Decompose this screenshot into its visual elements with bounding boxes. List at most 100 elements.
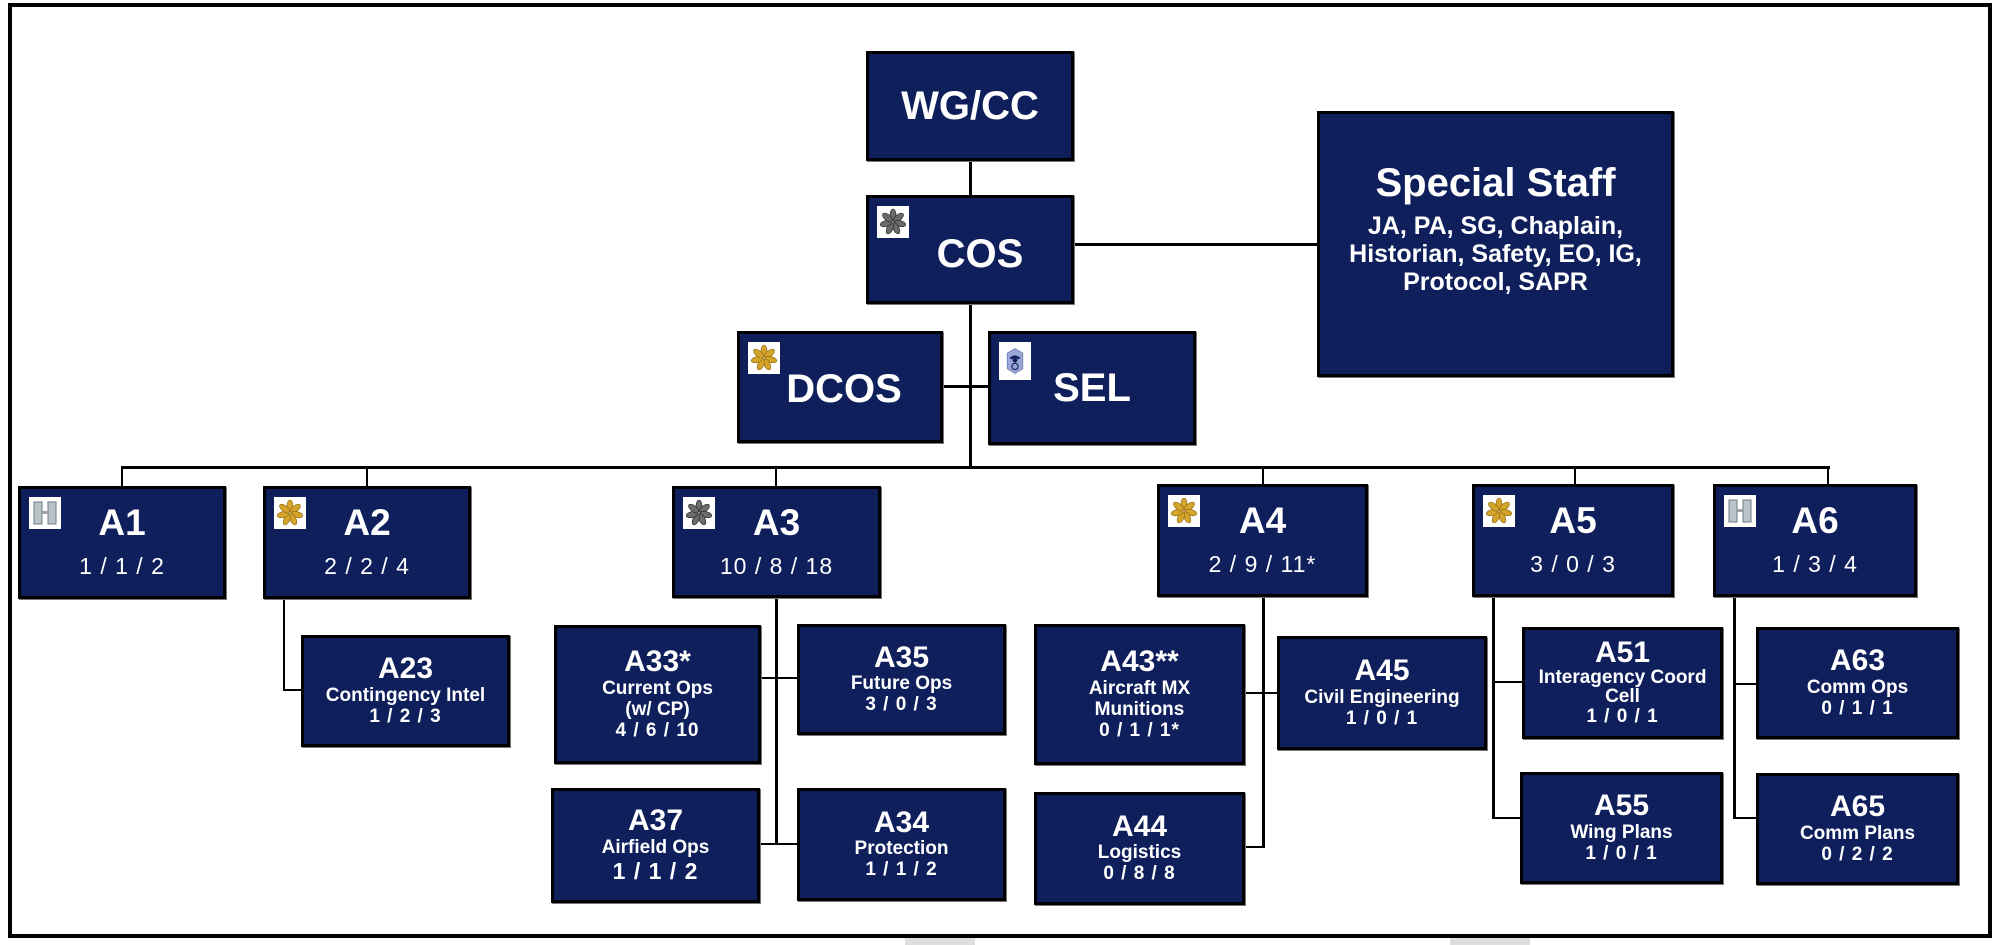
box-title: A63	[1829, 644, 1886, 678]
org-box-a45: A45 Civil Engineering 1 / 0 / 1	[1277, 636, 1487, 750]
captain-bars-icon	[1724, 495, 1756, 527]
box-subtitle: Interagency Coord Cell	[1538, 667, 1707, 708]
org-box-sel: SEL	[988, 331, 1196, 445]
connector-line	[121, 466, 1830, 469]
connector-line	[283, 689, 303, 691]
connector-line	[1827, 466, 1829, 485]
org-box-a51: A51 Interagency Coord Cell 1 / 0 / 1	[1522, 627, 1723, 739]
watermark-shape	[905, 938, 975, 945]
personnel-counts: 0 / 1 / 1	[1821, 697, 1894, 719]
connector-line	[1492, 681, 1523, 683]
box-title: COS	[936, 231, 1024, 276]
box-title: A33*	[624, 645, 691, 679]
watermark-shape	[1450, 938, 1530, 945]
box-title: WG/CC	[901, 84, 1039, 128]
box-title: A55	[1593, 789, 1650, 823]
box-title: A44	[1111, 809, 1168, 843]
box-subtitle: JA, PA, SG, Chaplain, Historian, Safety,…	[1349, 212, 1642, 296]
org-box-a34: A34 Protection 1 / 1 / 2	[797, 788, 1006, 901]
personnel-counts: 1 / 1 / 2	[79, 553, 165, 580]
personnel-counts: 3 / 0 / 3	[865, 694, 938, 716]
org-box-dcos: DCOS	[737, 331, 943, 443]
box-subtitle: Protection	[854, 838, 949, 860]
major-leaf-gold-icon	[1483, 495, 1515, 527]
major-leaf-gold-icon	[748, 342, 780, 374]
personnel-counts: 0 / 2 / 2	[1821, 843, 1894, 865]
personnel-counts: 1 / 0 / 1	[1586, 706, 1659, 728]
connector-line	[942, 385, 989, 388]
personnel-counts: 3 / 0 / 3	[1530, 551, 1616, 578]
connector-line	[366, 466, 368, 487]
personnel-counts: 1 / 0 / 1	[1345, 707, 1419, 729]
connector-line	[1733, 817, 1757, 819]
org-box-a5: A5 3 / 0 / 3	[1472, 484, 1674, 597]
personnel-counts: 1 / 3 / 4	[1772, 551, 1858, 578]
box-title: A1	[98, 502, 146, 544]
connector-line	[1244, 692, 1278, 694]
box-subtitle: Logistics	[1097, 842, 1182, 864]
box-subtitle: Comm Plans	[1799, 822, 1916, 844]
org-box-cos: COS	[866, 195, 1074, 304]
org-box-a3: A3 10 / 8 / 18	[672, 486, 881, 598]
personnel-counts: 0 / 8 / 8	[1103, 863, 1176, 885]
connector-line	[760, 677, 798, 679]
box-title: A2	[343, 502, 391, 544]
org-box-a63: A63 Comm Ops 0 / 1 / 1	[1756, 627, 1959, 739]
org-box-a33: A33* Current Ops (w/ CP) 4 / 6 / 10	[554, 625, 761, 764]
personnel-counts: 1 / 1 / 2	[865, 859, 938, 881]
connector-line	[1492, 817, 1522, 819]
box-subtitle: Future Ops	[850, 673, 953, 695]
box-subtitle: Comm Ops	[1806, 676, 1909, 698]
box-title: A6	[1791, 500, 1839, 542]
connector-line	[1574, 466, 1576, 485]
org-box-a44: A44 Logistics 0 / 8 / 8	[1034, 792, 1245, 905]
connector-line	[121, 466, 123, 487]
connector-line	[1262, 596, 1265, 848]
org-box-special-staff: Special Staff JA, PA, SG, Chaplain, Hist…	[1317, 111, 1674, 377]
box-subtitle: Airfield Ops	[601, 836, 710, 858]
connector-line	[283, 598, 285, 691]
box-title: A65	[1829, 790, 1886, 824]
major-leaf-gold-icon	[274, 497, 306, 529]
lt-colonel-leaf-silver-icon	[683, 497, 715, 529]
connector-line	[1733, 683, 1757, 685]
box-subtitle: Current Ops (w/ CP)	[602, 677, 713, 720]
connector-line	[775, 597, 778, 843]
box-title: SEL	[1053, 366, 1131, 410]
box-title: A43**	[1100, 645, 1179, 679]
box-subtitle: Civil Engineering	[1304, 686, 1460, 708]
captain-bars-icon	[29, 497, 61, 529]
personnel-counts: 0 / 1 / 1*	[1099, 720, 1180, 742]
personnel-counts: 1 / 1 / 2	[612, 858, 699, 885]
box-title: A23	[377, 652, 434, 686]
org-box-a6: A6 1 / 3 / 4	[1713, 484, 1917, 597]
box-title: DCOS	[786, 367, 902, 411]
personnel-counts: 1 / 2 / 3	[369, 705, 442, 727]
org-box-wg-cc: WG/CC	[866, 51, 1074, 161]
personnel-counts: 10 / 8 / 18	[719, 552, 834, 579]
box-title: A51	[1594, 635, 1651, 669]
connector-line	[1733, 596, 1736, 819]
box-title: A34	[873, 805, 930, 839]
connector-line	[969, 160, 972, 196]
org-box-a1: A1 1 / 1 / 2	[18, 486, 226, 599]
chief-master-sergeant-chevron-icon	[999, 342, 1031, 380]
org-box-a55: A55 Wing Plans 1 / 0 / 1	[1520, 772, 1723, 884]
personnel-counts: 4 / 6 / 10	[615, 720, 700, 742]
connector-line	[1492, 596, 1495, 819]
box-subtitle: Contingency Intel	[325, 684, 486, 706]
connector-line	[1073, 243, 1318, 246]
org-box-a4: A4 2 / 9 / 11*	[1157, 484, 1368, 597]
box-subtitle: Wing Plans	[1570, 821, 1673, 843]
chart-frame	[8, 3, 1992, 938]
org-box-a35: A35 Future Ops 3 / 0 / 3	[797, 624, 1006, 735]
box-title: A3	[752, 501, 801, 543]
major-leaf-gold-icon	[1168, 495, 1200, 527]
box-subtitle: Aircraft MX Munitions	[1088, 677, 1191, 720]
box-title: A4	[1238, 500, 1287, 542]
org-box-a65: A65 Comm Plans 0 / 2 / 2	[1756, 773, 1959, 885]
box-title: A37	[627, 804, 684, 838]
personnel-counts: 1 / 0 / 1	[1585, 842, 1658, 864]
connector-line	[759, 843, 798, 845]
lt-colonel-leaf-silver-icon	[877, 206, 909, 238]
